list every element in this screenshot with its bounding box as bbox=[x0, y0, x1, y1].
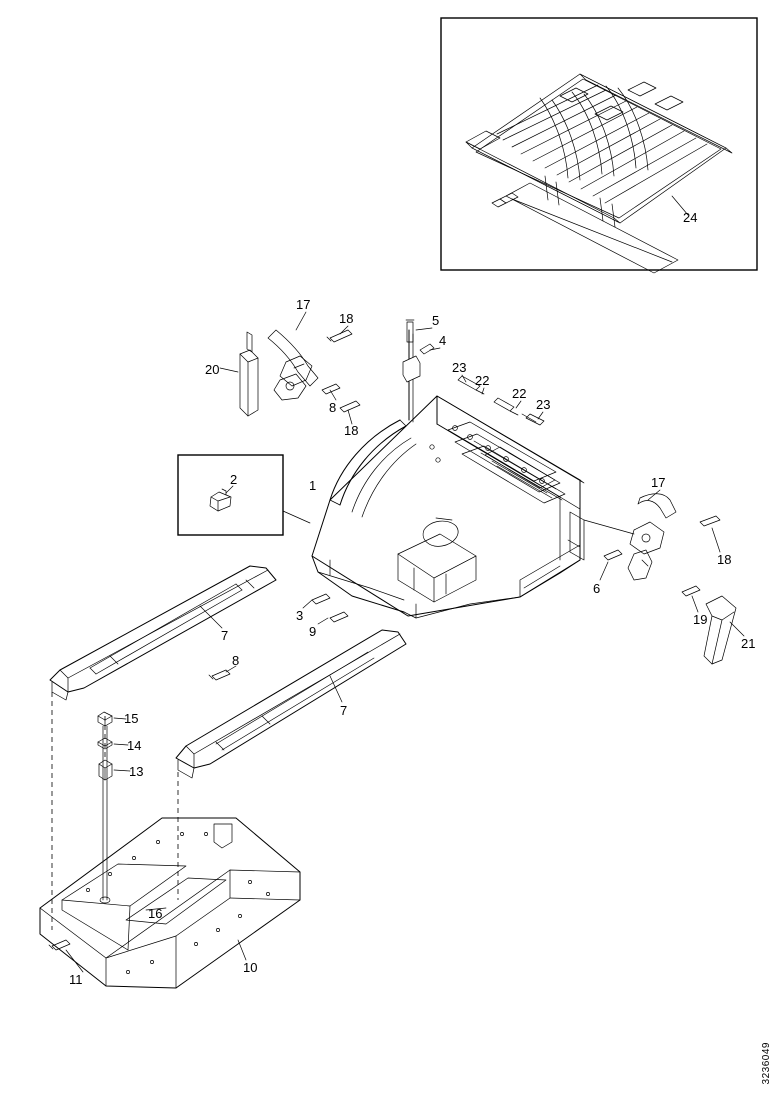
callout-8-upper: 8 bbox=[329, 400, 336, 415]
rear-fastener-row bbox=[457, 374, 545, 426]
callout-10: 10 bbox=[243, 960, 257, 975]
callout-8-lower: 8 bbox=[232, 653, 239, 668]
callout-17-left: 17 bbox=[296, 297, 310, 312]
main-frame-assembly bbox=[311, 329, 585, 619]
callout-label: 24 bbox=[683, 210, 697, 225]
top-centre-fasteners bbox=[405, 319, 441, 355]
callout-14: 14 bbox=[127, 738, 141, 753]
callout-19: 19 bbox=[693, 612, 707, 627]
callout-18-right: 18 bbox=[717, 552, 731, 567]
callout-3: 3 bbox=[296, 608, 303, 623]
hardware-stack bbox=[97, 711, 131, 904]
callout-18-top: 18 bbox=[339, 311, 353, 326]
left-lever-group bbox=[219, 311, 361, 425]
alignment-guides bbox=[51, 692, 179, 930]
callout-13: 13 bbox=[129, 764, 143, 779]
detail-inset-top-right: 24 bbox=[440, 17, 758, 274]
callout-21: 21 bbox=[741, 636, 755, 651]
callout-22-a: 22 bbox=[475, 373, 489, 388]
callout-6: 6 bbox=[593, 581, 600, 596]
right-lever-group bbox=[583, 489, 745, 665]
callout-22-b: 22 bbox=[512, 386, 526, 401]
figure-code: 3236049 bbox=[761, 1041, 772, 1084]
callout-9: 9 bbox=[309, 624, 316, 639]
callout-4: 4 bbox=[439, 333, 446, 348]
detail-inset-left: 2 bbox=[177, 454, 311, 536]
lower-rail-7 bbox=[175, 629, 407, 779]
callout-23-b: 23 bbox=[536, 397, 550, 412]
callout-7-upper: 7 bbox=[221, 628, 228, 643]
bottom-tray-assembly bbox=[39, 817, 301, 989]
callout-23-a: 23 bbox=[452, 360, 466, 375]
callout-labels: 17 18 5 4 20 23 22 22 23 8 18 1 17 18 6 … bbox=[69, 297, 755, 987]
callout-18-mid: 18 bbox=[344, 423, 358, 438]
callout-16: 16 bbox=[148, 906, 162, 921]
callout-11: 11 bbox=[69, 972, 83, 987]
callout-5: 5 bbox=[432, 313, 439, 328]
callout-label: 2 bbox=[230, 472, 237, 487]
callout-17-right: 17 bbox=[651, 475, 665, 490]
callout-1: 1 bbox=[309, 478, 316, 493]
left-upper-rail-7 bbox=[49, 565, 277, 701]
callout-2: 2 bbox=[225, 472, 237, 494]
callout-24: 24 bbox=[671, 195, 697, 225]
front-small-fasteners bbox=[208, 593, 349, 681]
callout-7-lower: 7 bbox=[340, 703, 347, 718]
callout-20: 20 bbox=[205, 362, 219, 377]
callout-15: 15 bbox=[124, 711, 138, 726]
